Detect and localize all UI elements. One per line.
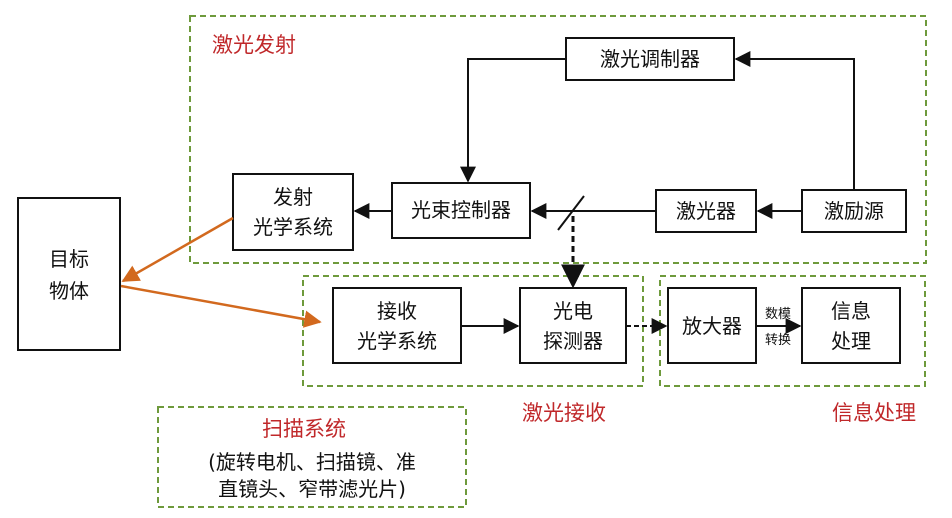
ad-conversion-text-1: 数模 [765, 307, 791, 322]
scan-components-line-2: 直镜头、窄带滤光片) [218, 477, 406, 501]
target-object-box [17, 197, 121, 351]
laser-emission-group [189, 15, 927, 264]
laser-receive-group [302, 275, 644, 387]
info-process-box [801, 287, 901, 364]
emit-to-target-orange-arrow [121, 216, 234, 283]
info-processing-label: 信息处理 [832, 401, 916, 425]
pump-source-text: 激励源 [824, 199, 884, 223]
amplifier-text: 放大器 [682, 314, 742, 338]
beam-controller-text: 光束控制器 [411, 198, 511, 222]
photodetector-text-1: 光电 [553, 299, 593, 323]
scan-components-line-1: (旋转电机、扫描镜、准 [208, 450, 416, 474]
laser-text: 激光器 [676, 199, 736, 223]
target-to-receive-orange-arrow [120, 284, 322, 328]
target-object-text-2: 物体 [49, 279, 89, 303]
laser-box [655, 189, 757, 233]
ad-conversion-text-2: 转换 [765, 333, 791, 348]
info-process-text-2: 处理 [831, 329, 871, 353]
modulator-to-beam-arrow [460, 58, 566, 183]
receive-optics-box [332, 287, 462, 364]
target-object-text-1: 目标 [49, 247, 89, 271]
photodetector-text-2: 探测器 [543, 329, 603, 353]
beam-splitter-mark [557, 195, 585, 231]
emit-optics-text-1: 发射 [273, 185, 313, 209]
beam-controller-box [391, 182, 531, 239]
scan-system-label: 扫描系统 [262, 417, 346, 441]
pump-to-modulator-arrow [734, 51, 855, 190]
laser-receive-label: 激光接收 [522, 401, 606, 425]
receive-optics-text-2: 光学系统 [357, 329, 437, 353]
emit-optics-text-2: 光学系统 [253, 215, 333, 239]
scan-system-group [157, 406, 467, 508]
modulator-text: 激光调制器 [600, 47, 700, 71]
laser-emission-label: 激光发射 [212, 33, 296, 57]
emit-optics-box [232, 173, 354, 251]
info-process-text-1: 信息 [831, 299, 871, 323]
receive-optics-text-1: 接收 [377, 299, 417, 323]
